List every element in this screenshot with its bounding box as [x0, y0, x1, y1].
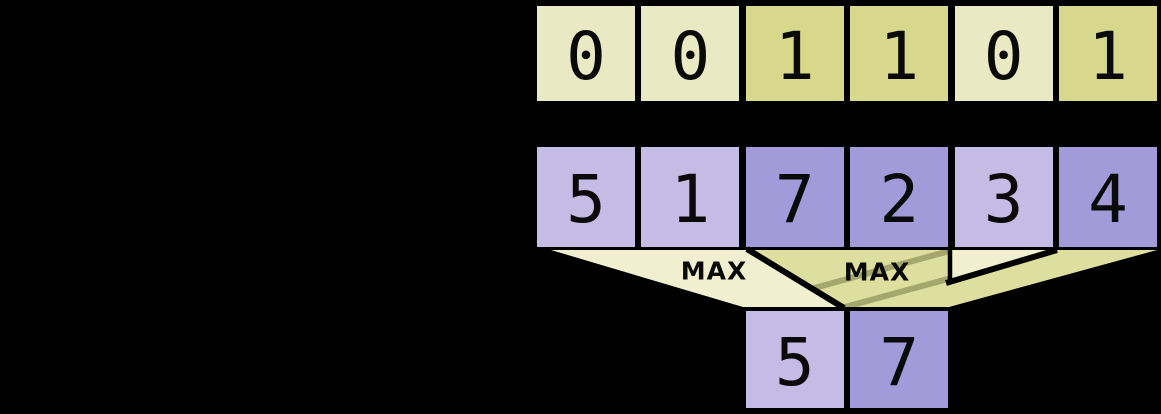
- index-cell-5: 1: [1056, 3, 1160, 104]
- input-cell-2: 7: [742, 144, 847, 250]
- index-cell-value-3: 1: [879, 17, 920, 95]
- index-cell-value-4: 0: [983, 17, 1024, 95]
- input-cell-0: 5: [534, 144, 638, 250]
- funnel-divider-edge: [745, 246, 846, 311]
- index-cell-value-1: 0: [670, 17, 711, 95]
- index-cell-value-2: 1: [774, 17, 815, 95]
- index-cell-0: 0: [534, 3, 638, 104]
- input-cell-value-5: 4: [1088, 161, 1128, 238]
- index-cell-2: 1: [742, 3, 847, 104]
- input-cell-value-0: 5: [566, 161, 606, 238]
- max-operator-label-left: MAX: [680, 256, 748, 286]
- index-cell-value-5: 1: [1088, 17, 1128, 95]
- input-cell-4: 3: [951, 144, 1056, 250]
- input-cell-3: 2: [847, 144, 952, 250]
- index-cell-1: 0: [638, 3, 743, 104]
- input-cell-value-1: 1: [670, 161, 711, 238]
- dark-band-left-edge: [945, 247, 1058, 286]
- output-cell-value-1: 7: [879, 323, 920, 401]
- input-cell-value-3: 2: [879, 161, 920, 238]
- max-operator-label-right: MAX: [843, 257, 911, 287]
- index-cell-3: 1: [847, 3, 952, 104]
- index-cell-value-0: 0: [566, 17, 606, 95]
- output-cell-value-0: 5: [774, 323, 815, 401]
- index-cell-4: 0: [951, 3, 1056, 104]
- input-cell-value-2: 7: [774, 161, 815, 238]
- input-cell-5: 4: [1056, 144, 1160, 250]
- output-cell-0: 5: [742, 308, 847, 411]
- funnel-light-band-from-cell5: [951, 250, 1056, 284]
- input-cell-value-4: 3: [983, 161, 1024, 238]
- input-cell-1: 1: [638, 144, 743, 250]
- output-cell-1: 7: [847, 308, 952, 411]
